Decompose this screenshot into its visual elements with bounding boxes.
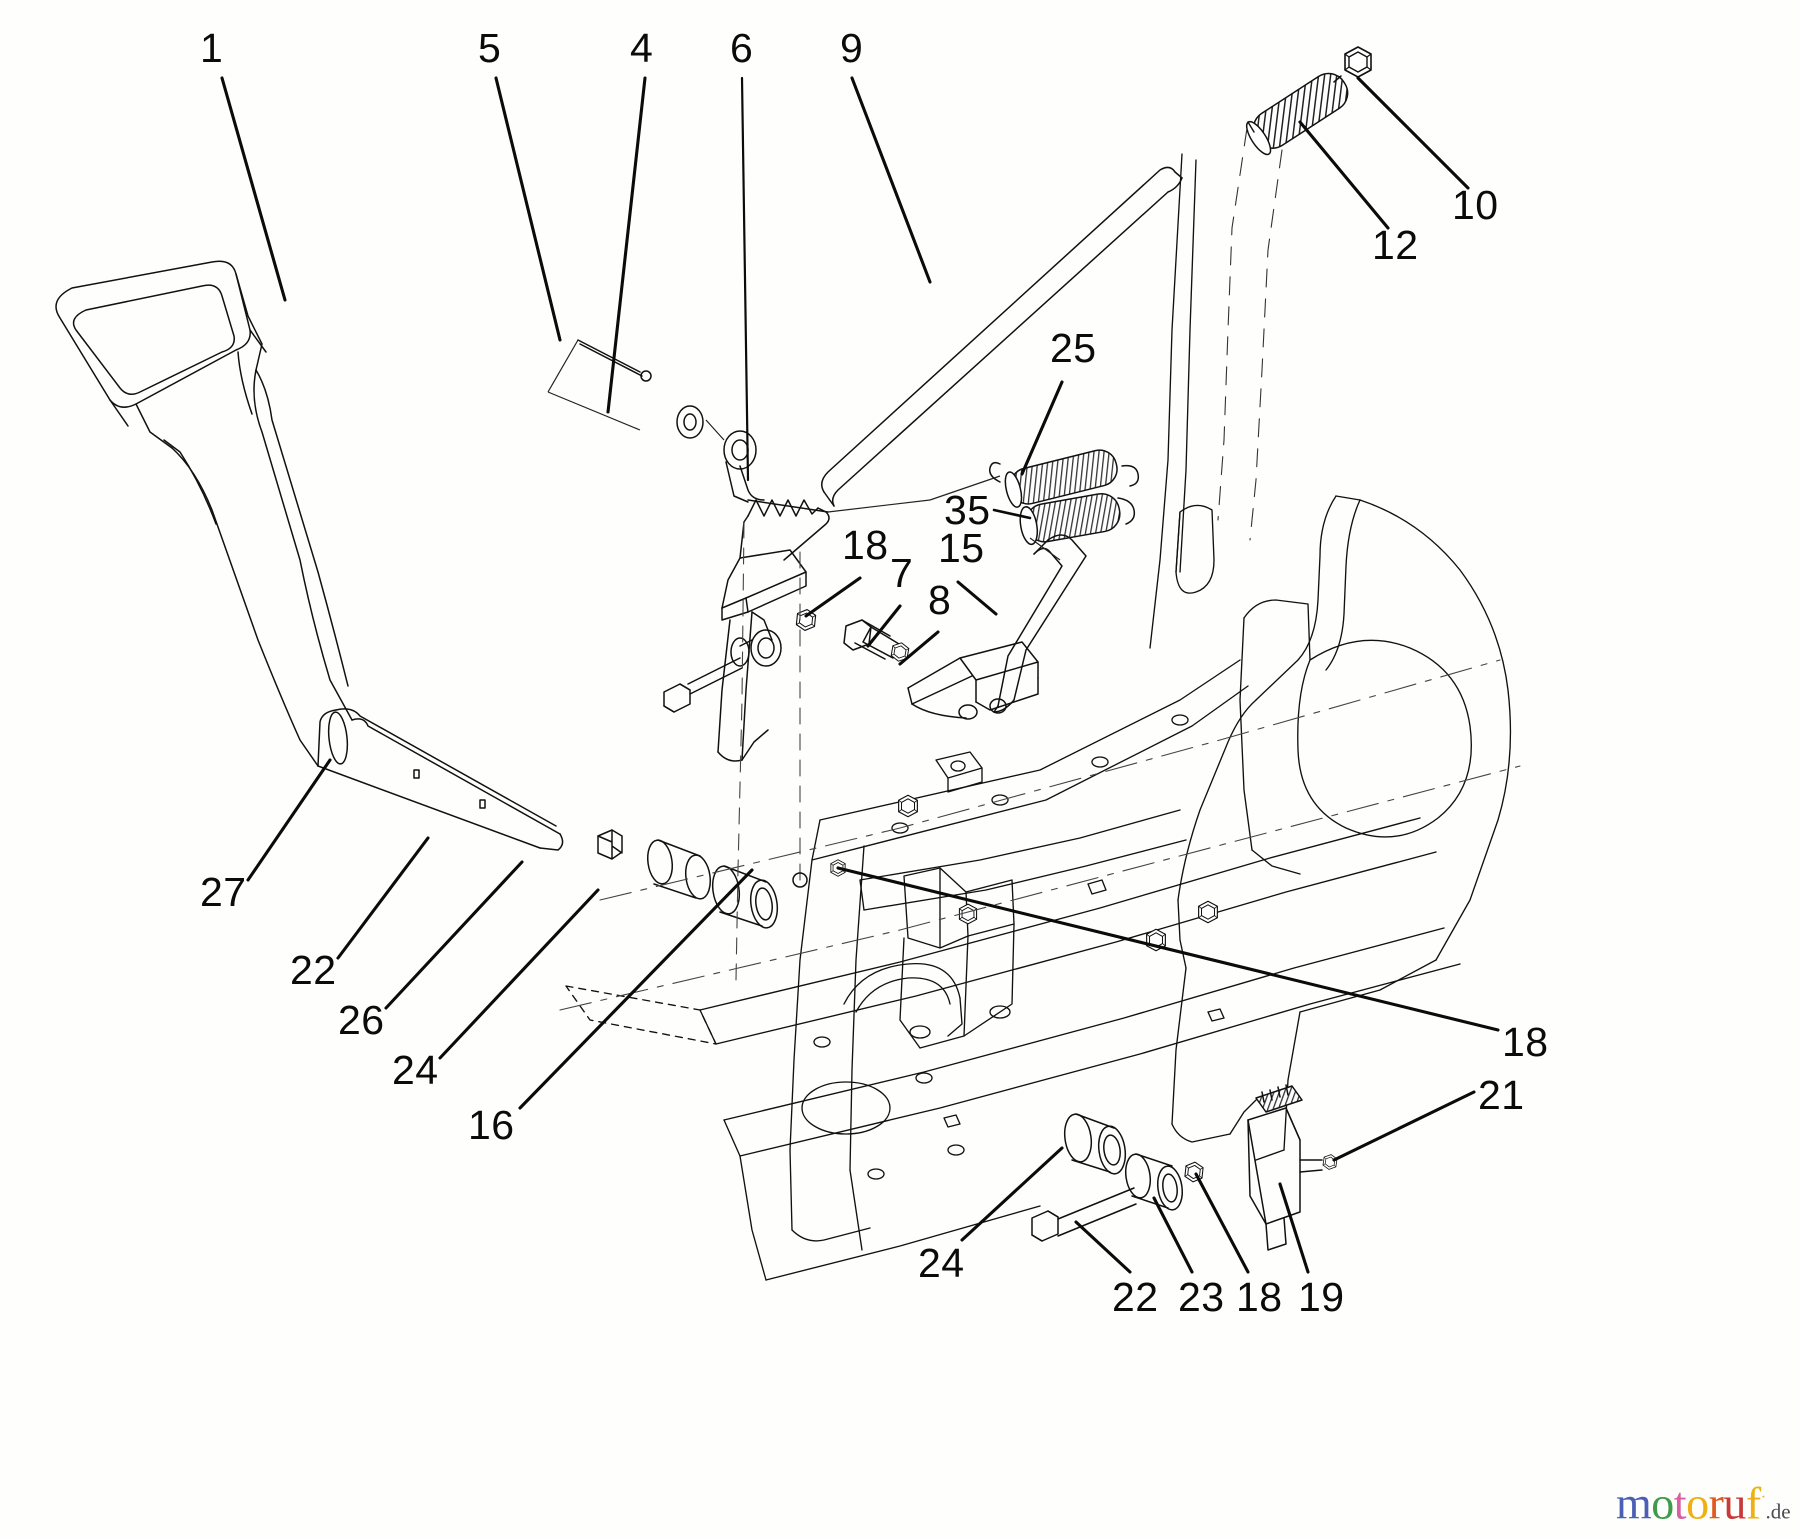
callout-label-22-lower: 22 <box>1112 1274 1159 1320</box>
watermark-letter-t: t <box>1673 1477 1687 1529</box>
callout-label-25: 25 <box>1050 325 1097 371</box>
watermark-letter-f: f <box>1745 1477 1761 1529</box>
thin-leader-lines <box>547 339 1061 561</box>
lower-fastener-stack <box>1031 1113 1205 1242</box>
callout-label-24-lower: 24 <box>918 1240 965 1286</box>
callout-label-18-frame: 18 <box>1502 1019 1549 1065</box>
cotter-pin-part-5 <box>577 339 652 382</box>
bracket-part-15 <box>907 534 1087 720</box>
left-fastener-stack <box>597 829 779 929</box>
spring-assembly-part-25 <box>988 449 1140 508</box>
callout-label-9: 9 <box>840 25 864 71</box>
spring-assembly-top-right <box>1217 46 1372 541</box>
control-rod-part-9 <box>821 166 1183 507</box>
callout-label-7: 7 <box>890 550 914 596</box>
pedal-bracket-part-16 <box>663 499 830 981</box>
callout-label-21: 21 <box>1478 1072 1525 1118</box>
rod-part-6 <box>723 430 829 513</box>
damper-part-19 <box>1247 1084 1338 1251</box>
brake-pedal-part-1 <box>55 260 564 851</box>
callout-label-35: 35 <box>944 487 991 533</box>
washer-part-4 <box>676 405 704 439</box>
watermark-letter-u: u <box>1723 1477 1746 1529</box>
motoruf-watermark: motoruf·.de <box>1616 1472 1796 1534</box>
callout-label-5: 5 <box>478 25 502 71</box>
callout-label-27: 27 <box>200 869 247 915</box>
leader-lines <box>220 76 1500 1274</box>
callout-label-18-lower: 18 <box>1236 1274 1283 1320</box>
callout-label-26: 26 <box>338 997 385 1043</box>
callout-label-6: 6 <box>730 25 754 71</box>
callout-label-23: 23 <box>1178 1274 1225 1320</box>
callout-label-1: 1 <box>200 25 224 71</box>
watermark-letter-o1: o <box>1651 1477 1674 1529</box>
watermark-tld: .de <box>1765 1499 1791 1524</box>
callout-label-16: 16 <box>468 1102 515 1148</box>
watermark-dot: · <box>1760 1489 1766 1506</box>
callout-label-4: 4 <box>630 25 654 71</box>
chassis-frame <box>559 153 1521 1281</box>
watermark-letter-r: r <box>1708 1477 1724 1529</box>
watermark-letter-m: m <box>1616 1477 1652 1529</box>
callout-label-10: 10 <box>1452 182 1499 228</box>
callout-label-19: 19 <box>1298 1274 1345 1320</box>
callout-label-24-left: 24 <box>392 1047 439 1093</box>
callout-label-22-left: 22 <box>290 947 337 993</box>
callout-label-12: 12 <box>1372 222 1419 268</box>
callout-label-15: 15 <box>938 525 985 571</box>
callout-label-18-pedal: 18 <box>842 522 889 568</box>
callout-label-8: 8 <box>928 577 952 623</box>
watermark-letter-o2: o <box>1686 1477 1709 1529</box>
